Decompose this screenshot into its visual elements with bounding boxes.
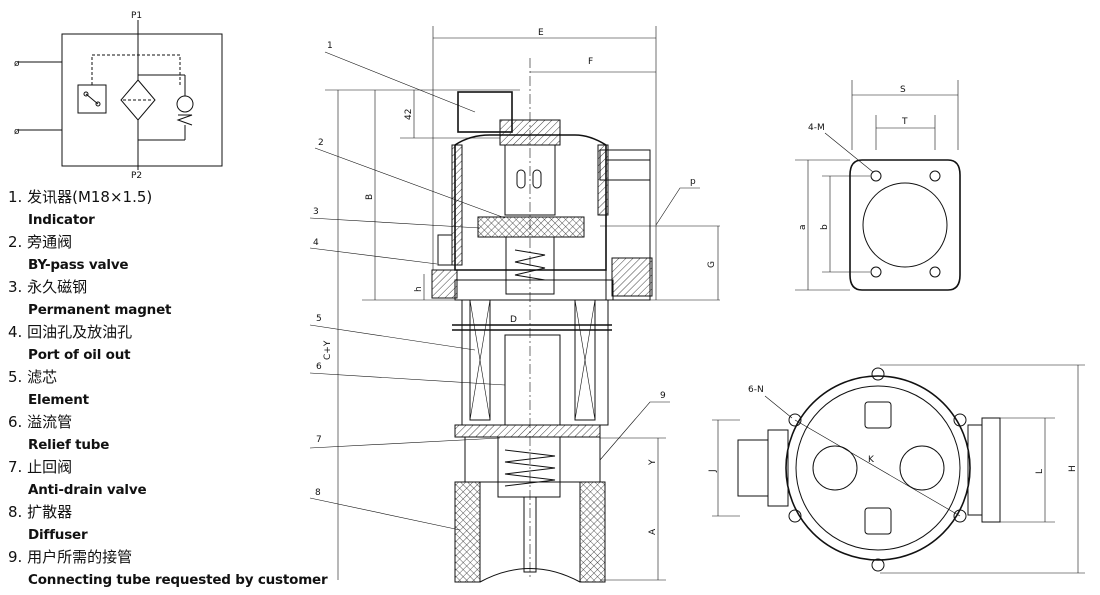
legend-number: 8. [8, 503, 23, 521]
legend-item: 8. 扩散器 [8, 501, 348, 524]
parts-legend: 1. 发讯器(M18×1.5) Indicator 2. 旁通阀 BY-pass va… [8, 186, 348, 591]
dim-42: 42 [404, 109, 414, 120]
legend-item: 2. 旁通阀 [8, 231, 348, 254]
legend-chinese: 回油孔及放油孔 [27, 323, 133, 341]
callout-number: 1 [327, 41, 333, 51]
callout-number: 2 [318, 138, 324, 148]
dim-a: A [648, 528, 658, 535]
legend-chinese: 止回阀 [27, 458, 73, 476]
indicator [457, 91, 513, 133]
dim-c-plus-y: C+Y [323, 340, 333, 360]
legend-chinese: 滤芯 [27, 368, 58, 386]
legend-item: 7. 止回阀 [8, 456, 348, 479]
legend-item: 3. 永久磁钢 [8, 276, 348, 299]
dim-j: J [708, 469, 718, 473]
diffuser [454, 481, 481, 583]
port-p1-label: P1 [131, 11, 142, 21]
dim-a-flange: a [798, 224, 808, 230]
legend-item: 4. 回油孔及放油孔 [8, 321, 348, 344]
legend-number: 3. [8, 278, 23, 296]
dim-b: B [365, 194, 375, 200]
relief-tube [504, 334, 561, 426]
dim-d: D [510, 315, 517, 325]
dim-f: F [588, 57, 593, 67]
hydraulic-schematic: P1 P2 ø ø [14, 11, 223, 181]
legend-number: 6. [8, 413, 23, 431]
legend-chinese: 旁通阀 [27, 233, 73, 251]
legend-english: Diffuser [28, 526, 88, 543]
legend-number: 4. [8, 323, 23, 341]
dim-l: L [1035, 469, 1045, 474]
label-6-n: 6-N [748, 385, 764, 395]
legend-number: 7. [8, 458, 23, 476]
legend-english: Element [28, 391, 89, 408]
legend-item: 5. 滤芯 [8, 366, 348, 389]
legend-number: 5. [8, 368, 23, 386]
legend-chinese: 用户所需的接管 [27, 548, 133, 566]
permanent-magnet [477, 216, 585, 238]
legend-chinese: 发讯器(M18×1.5) [27, 188, 153, 206]
legend-chinese: 扩散器 [27, 503, 73, 521]
callout-number: 7 [316, 435, 322, 445]
callout-number: 9 [660, 391, 666, 401]
legend-chinese: 溢流管 [27, 413, 73, 431]
filter-element [461, 299, 609, 426]
dim-h-plan: H [1068, 465, 1078, 472]
legend-english: Anti-drain valve [28, 481, 147, 498]
dim-b-flange: b [820, 224, 830, 230]
legend-english: Relief tube [28, 436, 110, 453]
legend-number: 1. [8, 188, 23, 206]
legend-english: Permanent magnet [28, 301, 172, 318]
legend-number: 2. [8, 233, 23, 251]
legend-english: BY-pass valve [28, 256, 129, 273]
legend-item: 6. 溢流管 [8, 411, 348, 434]
flange-view: S T 4-M a b [795, 80, 961, 291]
dim-s: S [900, 85, 906, 95]
callout-number: 6 [316, 362, 322, 372]
check-valve-symbol [176, 95, 194, 113]
callout-number: 5 [316, 314, 322, 324]
port-p2-label: P2 [131, 171, 142, 181]
legend-english: Port of oil out [28, 346, 131, 363]
legend-chinese: 永久磁钢 [27, 278, 88, 296]
section-view: E F C+Y B 42 h G Y A D [309, 26, 720, 583]
legend-english: Connecting tube requested by customer [28, 571, 328, 588]
legend-item: 1. 发讯器(M18×1.5) [8, 186, 348, 209]
plan-view: K 6-N J L H [708, 364, 1085, 574]
callout-number: 8 [315, 488, 321, 498]
label-4-m: 4-M [808, 123, 825, 133]
dim-k: K [868, 455, 875, 465]
dim-t: T [901, 117, 908, 127]
dim-g: G [707, 261, 717, 268]
legend-number: 9. [8, 548, 23, 566]
terminal-symbol: ø [14, 127, 20, 137]
dim-e: E [538, 28, 544, 38]
callouts: 1 2 3 4 5 6 7 8 9 p [309, 41, 700, 531]
legend-english: Indicator [28, 211, 95, 228]
dim-h: h [414, 286, 424, 292]
callout-number: 4 [313, 238, 319, 248]
legend-item: 9. 用户所需的接管 [8, 546, 348, 569]
terminal-symbol: ø [14, 59, 20, 69]
callout-number: 3 [313, 207, 319, 217]
dim-y: Y [648, 459, 658, 466]
callout-number: p [690, 177, 696, 187]
